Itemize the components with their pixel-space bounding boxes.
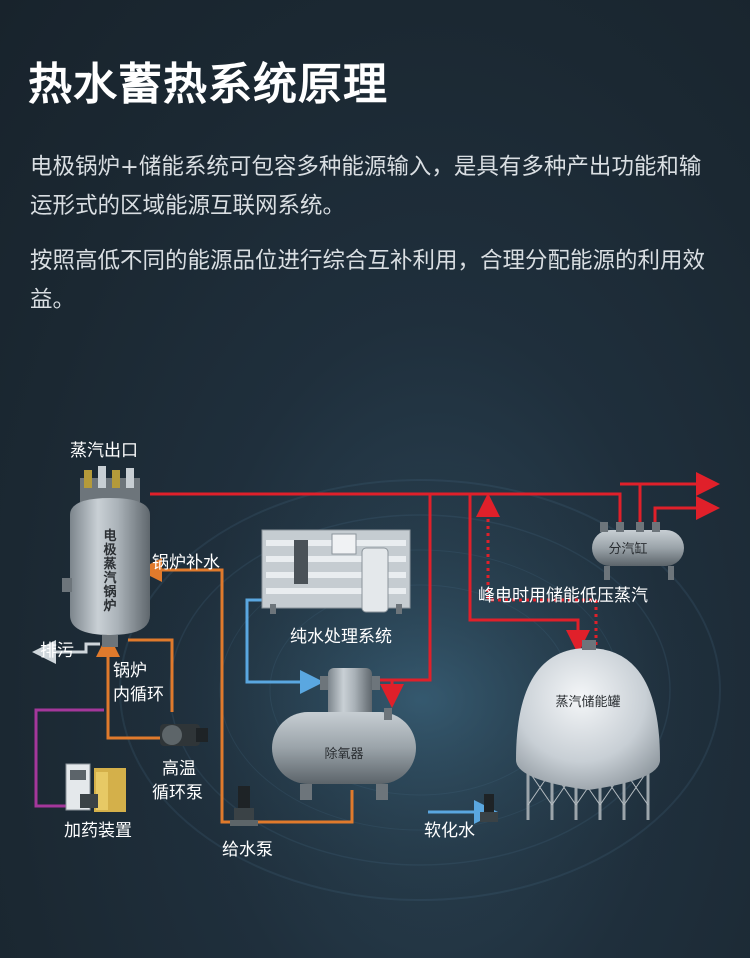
feed-pump [230,786,258,826]
intro-paragraph-2: 按照高低不同的能源品位进行综合互补利用，合理分配能源的利用效益。 [30,248,706,313]
soft-water-label: 软化水 [424,821,475,841]
peak-storage-label: 峰电时用储能低压蒸汽 [478,586,648,606]
steam-outlet-label: 蒸汽出口 [70,441,138,461]
feed-pump-label: 给水泵 [222,840,273,860]
steam-header: 分汽缸 [592,522,684,580]
high-temp-circulation-pump [160,724,208,746]
pure-water-treatment-unit [261,529,411,614]
steam-pipes [150,472,720,708]
boiler-body-label-2: 极 [103,542,117,558]
boiler-body-label-4: 汽 [103,570,116,586]
steam-storage-tank: 蒸汽储能罐 [516,640,660,820]
storage-tank-label: 蒸汽储能罐 [555,695,620,710]
boiler-body-label-5: 锅 [103,584,116,600]
boiler-body-label-3: 蒸 [103,556,116,572]
intro-paragraph-1: 电极锅炉+储能系统可包容多种能源输入，是具有多种产出功能和输运形式的区域能源互联… [30,154,702,219]
drain-pipe [32,640,100,664]
feed-water-pipes [96,558,354,824]
deaerator-label: 除氧器 [324,747,363,762]
drain-label: 排污 [40,641,74,661]
pure-water-pipes [245,598,498,824]
pump-hot-label-1: 高温 [162,759,196,779]
electrode-steam-boiler: 电 极 蒸 汽 锅 炉 [62,466,150,647]
soft-water-pump [480,794,498,822]
inner-loop-label-1: 锅炉 [113,661,147,681]
dosing-label: 加药装置 [64,821,132,841]
deaerator: 除氧器 [272,668,416,800]
boiler-body-label-6: 炉 [103,598,116,614]
dosing-pipes [34,708,104,808]
pure-water-label: 纯水处理系统 [290,627,392,647]
steam-header-label: 分汽缸 [608,541,647,557]
boiler-makeup-label: 锅炉补水 [152,553,220,573]
inner-loop-label-2: 内循环 [113,685,164,705]
pump-hot-label-2: 循环泵 [152,783,203,803]
boiler-body-label-1: 电 [103,528,116,544]
page-title: 热水蓄热系统原理 [28,59,388,110]
dosing-unit [65,763,126,812]
storage-return-line [476,493,598,645]
